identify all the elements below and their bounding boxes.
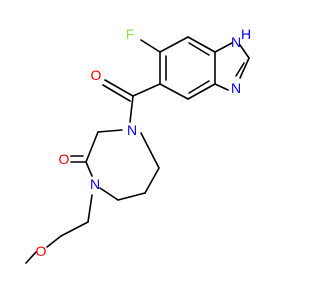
bond — [85, 131, 99, 163]
bond — [188, 42, 210, 56]
bond — [159, 83, 189, 100]
bond — [99, 187, 119, 201]
imidazole-n1-label: N — [231, 34, 241, 50]
lactam-oxygen-label: O — [59, 151, 70, 167]
bond — [132, 83, 161, 97]
bond — [159, 36, 189, 53]
fluorine-label: F — [126, 26, 135, 42]
bond — [239, 44, 250, 59]
bond — [117, 192, 146, 201]
diazepane-n4-label: N — [127, 122, 137, 138]
structure-canvas: F O H N N N O N O — [25, 26, 252, 264]
diazepane-n1-label: N — [90, 176, 100, 192]
atom-labels: F O H N N N O N O — [36, 26, 252, 259]
bond — [187, 83, 216, 100]
bond — [87, 194, 93, 223]
bond — [129, 95, 134, 123]
bond — [188, 80, 210, 94]
imidazole-nh-hydrogen-label: H — [241, 26, 251, 42]
molecule-diagram: F O H N N N O N O — [25, 26, 252, 264]
bond — [214, 42, 233, 53]
bond — [85, 161, 93, 177]
bond — [97, 129, 123, 133]
bond — [214, 83, 229, 91]
bond — [140, 39, 161, 53]
bond — [239, 57, 250, 79]
bond — [144, 167, 160, 194]
bond — [104, 79, 134, 97]
ether-oxygen-label: O — [36, 243, 47, 259]
carbonyl-oxygen-label: O — [91, 67, 102, 83]
bond — [60, 221, 89, 237]
imidazole-n3-label: N — [231, 80, 241, 96]
bond — [102, 84, 131, 102]
bond — [25, 251, 37, 264]
bond — [140, 132, 160, 169]
bond — [235, 62, 245, 77]
bond — [46, 235, 62, 248]
bonds — [25, 36, 250, 264]
bond — [187, 36, 216, 53]
